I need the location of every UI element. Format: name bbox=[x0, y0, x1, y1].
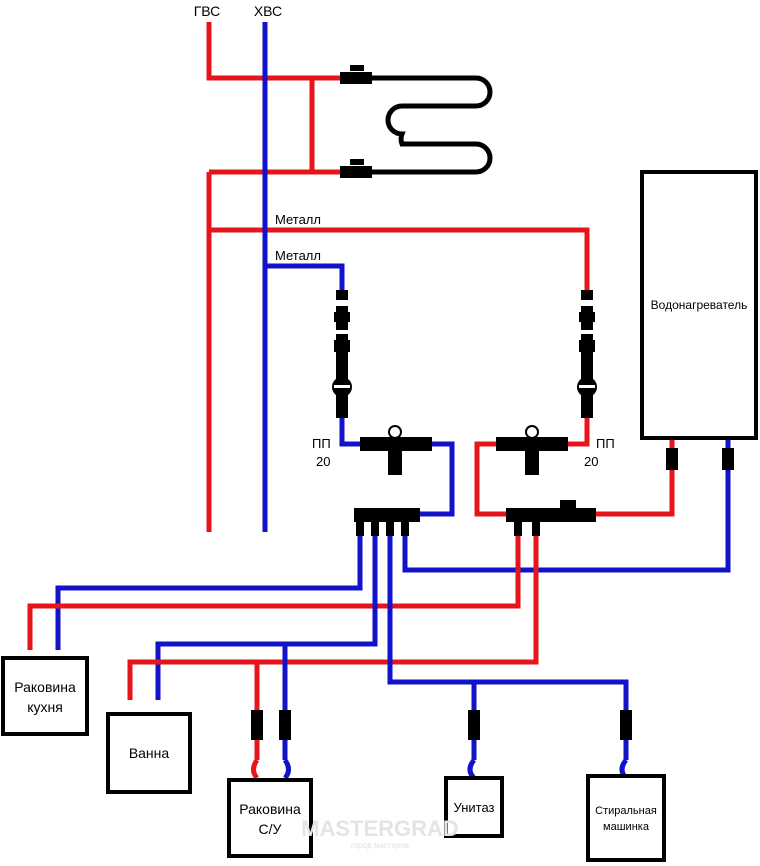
bathroom-sink-label-2: С/У bbox=[259, 821, 282, 837]
watermark: MASTERGRAD bbox=[301, 816, 459, 841]
towel-warmer-coil bbox=[372, 75, 493, 175]
watermark-sub: город мастеров bbox=[351, 841, 409, 850]
kitchen-sink-label-2: кухня bbox=[27, 699, 63, 715]
water-heater bbox=[640, 170, 758, 440]
pp-left-label-1: ПП bbox=[312, 436, 331, 451]
cold-inlet-node bbox=[332, 290, 455, 517]
toilet-box bbox=[444, 776, 504, 838]
heater-hot-outlet bbox=[596, 440, 675, 517]
bath-label: Ванна bbox=[129, 745, 170, 761]
hot-riser-label: ГВС bbox=[194, 3, 221, 19]
hot-metal-label: Металл bbox=[275, 212, 321, 227]
hot-inlet-node bbox=[474, 290, 597, 517]
bath-box bbox=[106, 712, 192, 794]
hot-riser bbox=[206, 22, 590, 532]
toilet-label: Унитаз bbox=[454, 800, 495, 815]
cold-manifold bbox=[354, 508, 420, 536]
heater-cold-inlet bbox=[402, 440, 731, 573]
cold-riser-label: ХВС bbox=[254, 3, 282, 19]
heater-hot-valve bbox=[666, 448, 678, 470]
branch-fittings bbox=[251, 710, 632, 740]
towel-warmer-valve-bottom bbox=[340, 159, 372, 178]
washer-label-1: Стиральная bbox=[595, 805, 657, 817]
pp-right-label-2: 20 bbox=[584, 454, 598, 469]
bathroom-sink-box bbox=[227, 778, 313, 858]
towel-warmer-valve-top bbox=[340, 65, 372, 84]
pp-right-label-1: ПП bbox=[596, 436, 615, 451]
washer-label-2: машинка bbox=[603, 821, 650, 833]
hot-manifold bbox=[506, 500, 596, 536]
water-heater-label: Водонагреватель bbox=[651, 298, 748, 312]
heater-cold-valve bbox=[722, 448, 734, 470]
cold-riser bbox=[262, 22, 345, 532]
washer-box bbox=[586, 774, 666, 862]
kitchen-sink-box bbox=[1, 656, 89, 736]
pp-left-label-2: 20 bbox=[316, 454, 330, 469]
bathroom-sink-label-1: Раковина bbox=[239, 801, 301, 817]
cold-metal-label: Металл bbox=[275, 248, 321, 263]
kitchen-sink-label-1: Раковина bbox=[14, 679, 76, 695]
